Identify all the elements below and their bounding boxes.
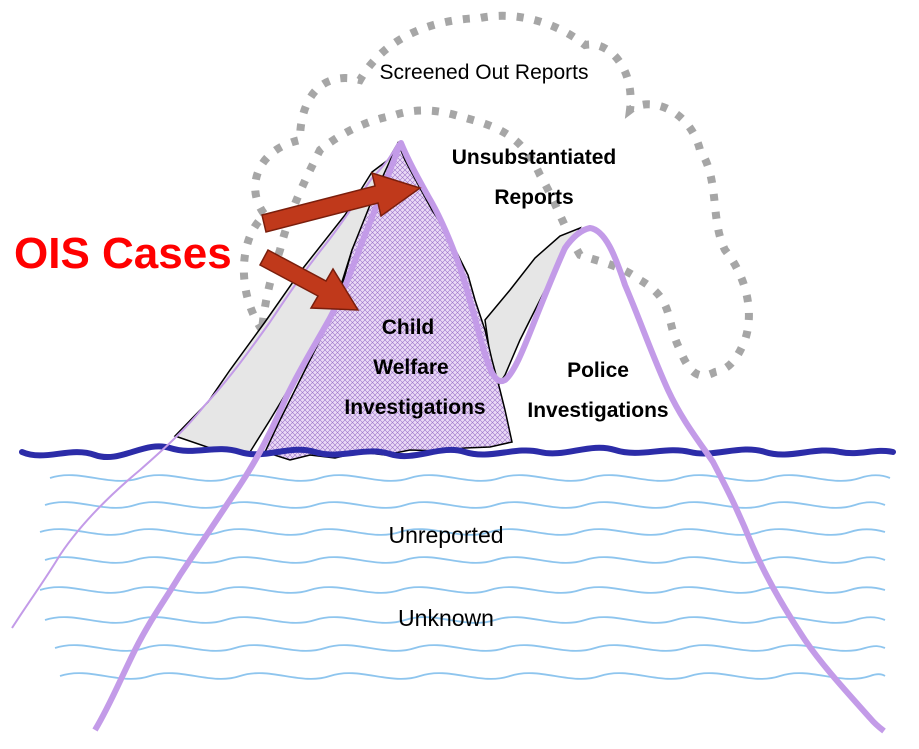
label-child-welfare-line3: Investigations [344,396,485,419]
label-police-line1: Police [567,359,629,382]
arrow-upper [261,171,422,233]
water-waves [39,474,891,680]
label-unknown: Unknown [398,605,494,631]
iceberg-outline-main [92,140,886,734]
label-police-line2: Investigations [527,399,668,422]
screened-out-cloud [240,11,753,380]
arrow-lower [258,248,360,311]
label-child-welfare-line2: Welfare [373,356,448,379]
label-unsubstantiated-line1: Unsubstantiated [452,146,617,169]
label-child-welfare-line1: Child [382,316,435,339]
label-unsubstantiated-line2: Reports [494,186,573,209]
label-ois-cases: OIS Cases [14,229,232,278]
label-unreported: Unreported [388,522,503,548]
ois-arrows [258,171,422,311]
waterline [19,443,896,460]
label-screened-out: Screened Out Reports [380,61,589,84]
